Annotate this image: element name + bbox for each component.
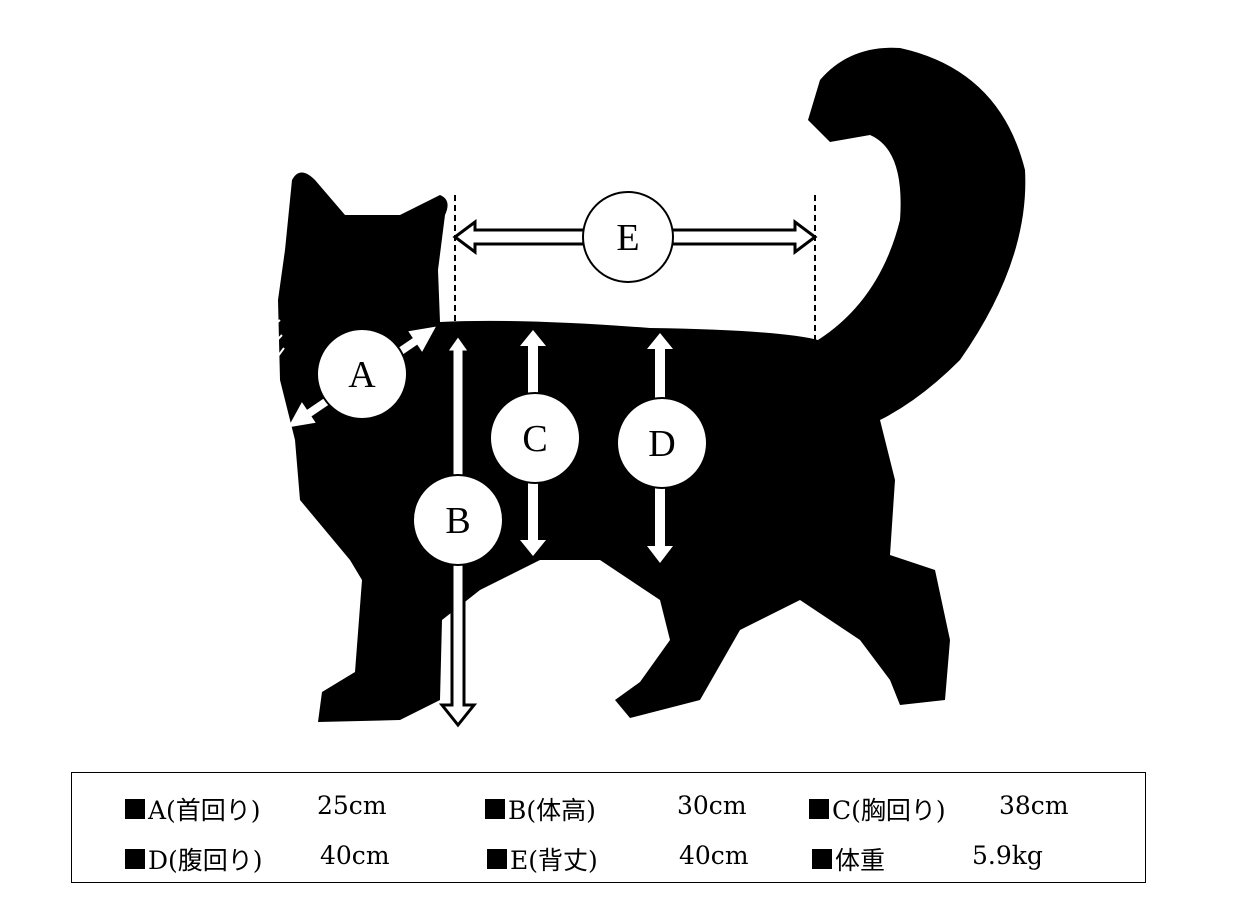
legend-value-d: 40cm xyxy=(320,841,390,870)
marker-c-label: C xyxy=(522,418,547,460)
marker-e-circle xyxy=(582,191,674,283)
legend-value-b: 30cm xyxy=(677,791,747,820)
legend-item-weight: 体重 xyxy=(812,841,885,877)
legend-item-d: D(腹回り) xyxy=(125,841,263,877)
legend-item-c: C(胸回り) xyxy=(809,791,946,827)
marker-d-circle xyxy=(616,397,708,489)
legend-label: A(首回り) xyxy=(148,796,261,825)
marker-b-label: B xyxy=(445,500,470,542)
square-bullet-icon xyxy=(487,849,507,869)
legend-item-b: B(体高) xyxy=(485,791,596,827)
cat-measurement-diagram: A B C D E xyxy=(249,47,1026,728)
square-bullet-icon xyxy=(125,799,145,819)
dashed-guides xyxy=(454,195,816,340)
legend-value-c: 38cm xyxy=(999,791,1069,820)
legend-label: D(腹回り) xyxy=(148,846,263,875)
marker-b-circle xyxy=(412,474,504,566)
legend-label: E(背丈) xyxy=(510,846,598,875)
whiskers xyxy=(249,319,285,393)
legend-label: C(胸回り) xyxy=(832,796,946,825)
legend-label: B(体高) xyxy=(508,796,596,825)
marker-e-label: E xyxy=(616,217,639,259)
marker-a-circle xyxy=(316,328,408,420)
square-bullet-icon xyxy=(809,799,829,819)
square-bullet-icon xyxy=(125,849,145,869)
square-bullet-icon xyxy=(812,849,832,869)
marker-a-label: A xyxy=(348,354,376,396)
measurement-legend: A(首回り) 25cm B(体高) 30cm C(胸回り) 38cm D(腹回り… xyxy=(71,772,1146,883)
legend-value-a: 25cm xyxy=(317,791,387,820)
legend-value-weight: 5.9kg xyxy=(972,841,1043,870)
legend-value-e: 40cm xyxy=(679,841,749,870)
marker-d-label: D xyxy=(648,423,675,465)
square-bullet-icon xyxy=(485,799,505,819)
legend-item-e: E(背丈) xyxy=(487,841,598,877)
legend-item-a: A(首回り) xyxy=(125,791,261,827)
marker-c-circle xyxy=(489,392,581,484)
legend-label: 体重 xyxy=(835,846,886,875)
